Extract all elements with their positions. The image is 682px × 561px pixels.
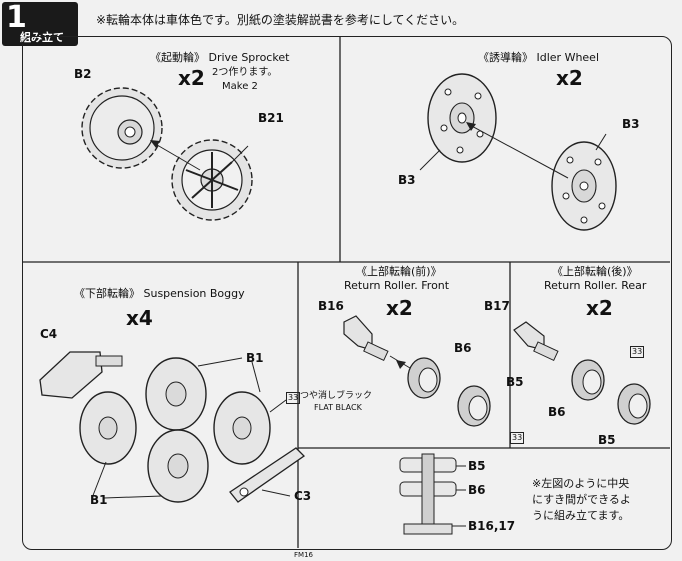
roller-b6-front xyxy=(407,357,441,399)
assembly-note-3: うに組み立てます。 xyxy=(532,509,630,522)
section-label-b6: B6 xyxy=(468,483,486,497)
drive-sprocket-title: 《起動輪》 Drive Sprocket xyxy=(150,51,290,64)
roller-axle-b17 xyxy=(513,321,559,362)
paint-name-jp: つや消しブラック xyxy=(300,391,373,401)
step-badge xyxy=(2,2,78,46)
road-wheel-4 xyxy=(147,429,209,503)
drive-sprocket-make-jp: 2つ作ります。 xyxy=(212,67,278,78)
part-label-b6-front: B6 xyxy=(454,341,472,355)
step-title: 組み立て xyxy=(20,31,64,44)
roller-b5-rear xyxy=(617,383,651,425)
assembly-note-2: にすき間ができるよ xyxy=(532,493,631,506)
part-label-b5-rear: B5 xyxy=(598,433,616,447)
paint-badge-front: 33 xyxy=(510,432,525,444)
roller-front-title-en: Return Roller. Front xyxy=(344,279,450,292)
part-label-b1-bottom: B1 xyxy=(90,493,108,507)
part-label-c4: C4 xyxy=(40,327,58,341)
suspension-title: 《下部転輪》 Suspension Boggy xyxy=(74,287,245,300)
paint-badge-rear: 33 xyxy=(630,346,645,358)
part-label-b2: B2 xyxy=(74,67,92,81)
drive-sprocket-b21 xyxy=(171,139,253,221)
roller-b5-front xyxy=(457,385,491,427)
road-wheel-2 xyxy=(79,391,137,465)
part-label-b5-front: B5 xyxy=(506,375,524,389)
paint-badge-boggy: 33 xyxy=(286,392,301,404)
roller-front-title-jp: 《上部転輪(前)》 xyxy=(356,265,442,278)
roller-axle-b16 xyxy=(343,315,389,362)
drive-sprocket-b2 xyxy=(81,87,163,169)
roller-rear-title-en: Return Roller. Rear xyxy=(544,279,647,292)
part-label-c3: C3 xyxy=(294,489,312,503)
roller-rear-multiplier: x2 xyxy=(586,296,613,320)
part-label-b21: B21 xyxy=(258,111,284,125)
section-label-b16-17: B16,17 xyxy=(468,519,516,533)
idler-title: 《誘導輪》 Idler Wheel xyxy=(478,51,600,64)
footer-code: FM16 xyxy=(294,551,313,559)
part-label-b16: B16 xyxy=(318,299,344,313)
idler-wheel-rear xyxy=(551,141,617,231)
part-label-b3-top: B3 xyxy=(622,117,640,131)
header-note: ※転輪本体は車体色です。別紙の塗装解説書を参考にしてください。 xyxy=(96,13,465,27)
road-wheel-1 xyxy=(145,357,207,431)
part-label-b17: B17 xyxy=(484,299,510,313)
drive-sprocket-multiplier: x2 xyxy=(178,66,205,90)
idler-wheel-front xyxy=(427,73,497,163)
suspension-multiplier: x4 xyxy=(126,306,153,330)
part-label-b1-top: B1 xyxy=(246,351,264,365)
part-label-b6-rear: B6 xyxy=(548,405,566,419)
section-label-b5: B5 xyxy=(468,459,486,473)
paint-name-en: FLAT BLACK xyxy=(314,403,362,412)
assembly-note-1: ※左図のように中央 xyxy=(532,477,630,490)
idler-multiplier: x2 xyxy=(556,66,583,90)
suspension-arm-c4 xyxy=(39,351,123,399)
roller-front-multiplier: x2 xyxy=(386,296,413,320)
road-wheel-3 xyxy=(213,391,271,465)
step-number: 1 xyxy=(6,0,27,35)
cross-section-diagram xyxy=(399,453,466,535)
part-label-b3-bottom: B3 xyxy=(398,173,416,187)
drive-sprocket-make-en: Make 2 xyxy=(222,81,258,92)
roller-b6-rear xyxy=(571,359,605,401)
main-frame xyxy=(22,36,672,550)
suspension-arm-c3 xyxy=(229,447,306,503)
roller-rear-title-jp: 《上部転輪(後)》 xyxy=(552,265,638,278)
